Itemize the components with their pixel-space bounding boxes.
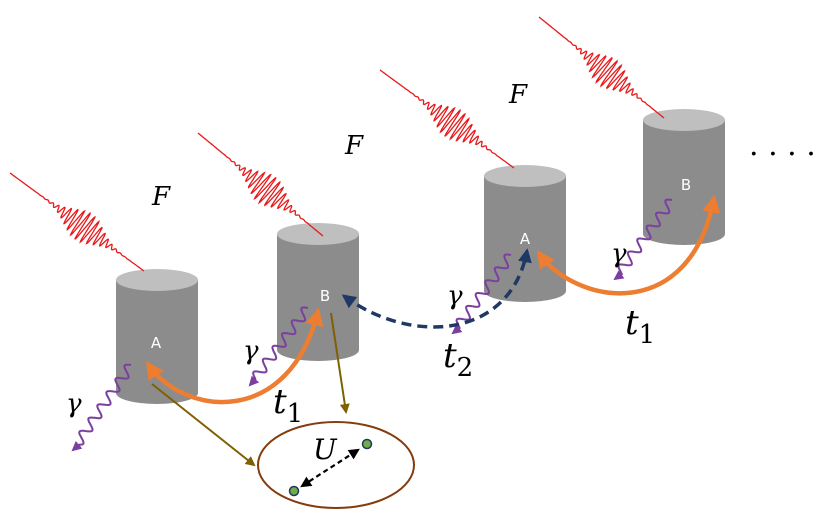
hop-t1-arrow-1 xyxy=(145,307,324,405)
drive-label-3: F xyxy=(508,80,528,110)
laser-pulse-2 xyxy=(197,132,324,237)
site-label-4: B xyxy=(681,176,691,194)
laser-pulse-4 xyxy=(538,16,665,119)
drive-label-2: F xyxy=(344,131,364,161)
projection-arrow-2 xyxy=(330,312,350,414)
decay-label-4: γ xyxy=(611,239,627,269)
emitter-dot-2 xyxy=(361,438,373,450)
site-label-1: A xyxy=(151,334,162,352)
laser-pulse-3 xyxy=(379,69,515,169)
pillar-2 xyxy=(277,223,359,361)
site-label-2: B xyxy=(320,287,330,305)
hop-t1-label-1: t1 xyxy=(273,382,303,429)
hop-t2-arrow xyxy=(341,248,532,329)
emitter-dot-1 xyxy=(288,485,300,497)
decay-label-2: γ xyxy=(243,336,259,366)
decay-photon-1 xyxy=(71,363,132,452)
hop-t1-label-2: t1 xyxy=(625,303,655,350)
interaction-inset: U xyxy=(257,421,415,509)
projection-arrow-1 xyxy=(151,383,256,467)
site-label-3: A xyxy=(520,230,531,248)
decay-label-3: γ xyxy=(447,281,463,311)
hop-t1-arrow-2 xyxy=(536,194,721,296)
ellipsis: . . . . xyxy=(749,128,816,163)
decay-label-1: γ xyxy=(66,389,82,419)
interaction-label: U xyxy=(313,433,338,466)
hop-t2-label: t2 xyxy=(443,336,473,383)
interaction-arrow xyxy=(300,448,360,488)
laser-pulse-1 xyxy=(9,172,145,272)
drive-label-1: F xyxy=(151,182,171,212)
